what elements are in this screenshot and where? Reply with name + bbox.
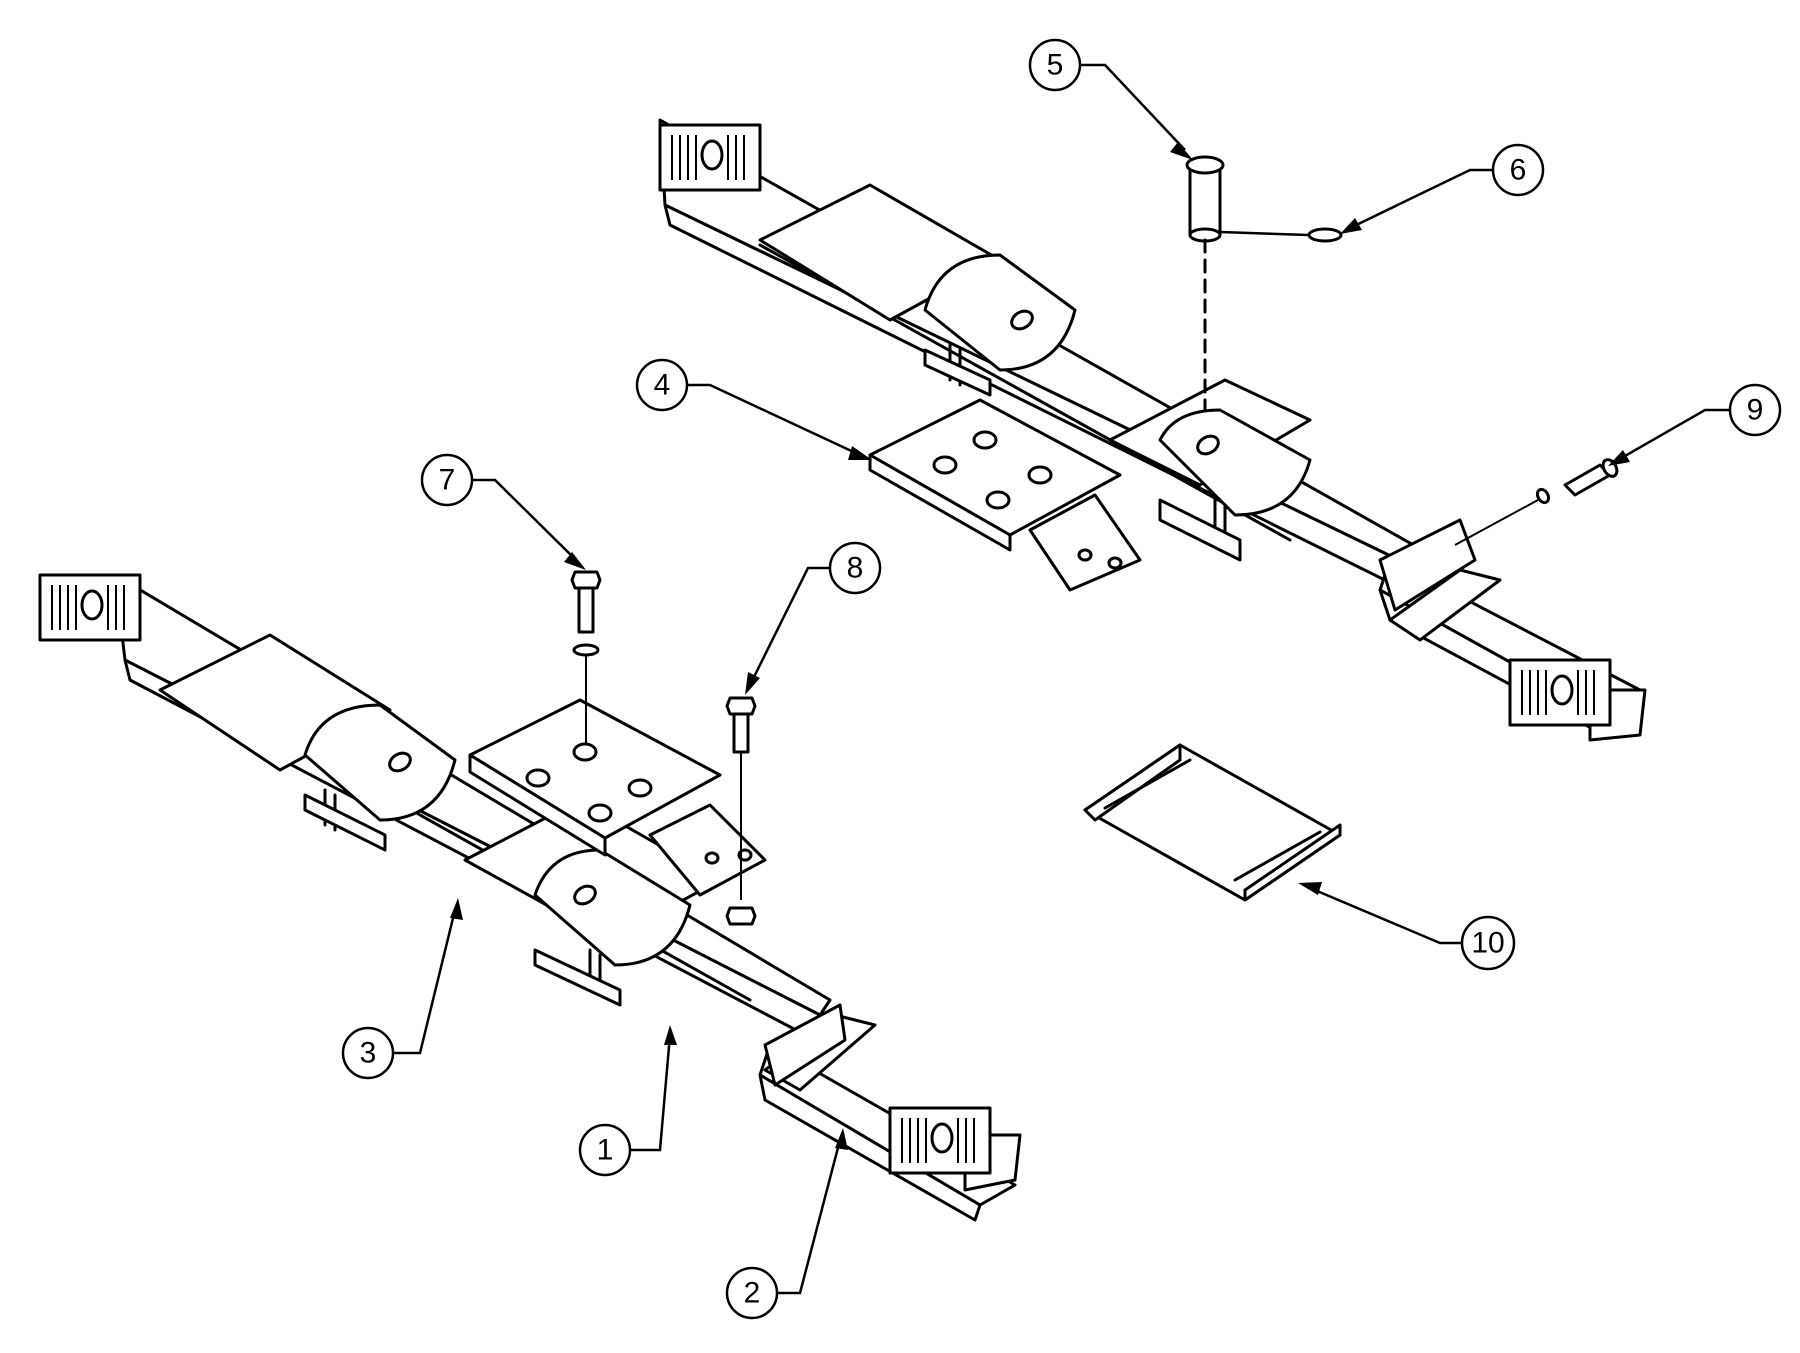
upper-arm-assembly [658, 118, 1647, 742]
callout-5-label: 5 [1047, 49, 1064, 82]
lower-saddle-1 [303, 703, 457, 852]
lower-sleeve-end [763, 1003, 847, 1087]
upper-rubber-pad-right [1508, 658, 1612, 727]
bolt-part-short [570, 570, 602, 745]
callout-5: 5 [1028, 38, 1193, 160]
callout-6: 6 [1340, 143, 1545, 234]
callout-4-label: 4 [654, 369, 671, 402]
lower-arm-assembly [38, 570, 1022, 1222]
callout-8-label: 8 [847, 552, 864, 585]
callout-6-label: 6 [1510, 154, 1527, 187]
lower-rubber-pad-right [888, 1106, 992, 1175]
callout-3: 3 [341, 898, 463, 1080]
upper-saddle-2 [1158, 408, 1312, 562]
lower-rubber-pad-left [38, 573, 142, 642]
upper-saddle-1 [923, 253, 1077, 397]
callout-7: 7 [420, 453, 586, 570]
callout-9: 9 [1608, 383, 1782, 466]
lower-mounting-plate [468, 698, 767, 897]
callout-1-label: 1 [597, 1134, 614, 1167]
callout-9-label: 9 [1747, 394, 1764, 427]
callout-1: 1 [578, 1025, 677, 1177]
bolt-part-long [725, 696, 757, 926]
callout-4: 4 [635, 358, 872, 460]
upper-rubber-pad-left [658, 123, 762, 192]
callout-2: 2 [725, 1128, 848, 1320]
callout-2-label: 2 [744, 1277, 761, 1310]
callout-7-label: 7 [439, 464, 456, 497]
callout-3-label: 3 [360, 1037, 377, 1070]
washer-part [1307, 227, 1343, 243]
callout-8: 8 [745, 541, 882, 695]
callout-10-label: 10 [1471, 927, 1504, 960]
lower-outer-arm [113, 573, 832, 1042]
lower-saddle-2 [533, 848, 692, 1007]
clevis-pin-part [1454, 458, 1619, 546]
callout-10: 10 [1298, 882, 1516, 971]
upper-sleeve-end [1378, 518, 1477, 612]
tray-part [1083, 743, 1342, 902]
pin-part [1185, 155, 1225, 412]
upper-mounting-plate [868, 398, 1142, 592]
